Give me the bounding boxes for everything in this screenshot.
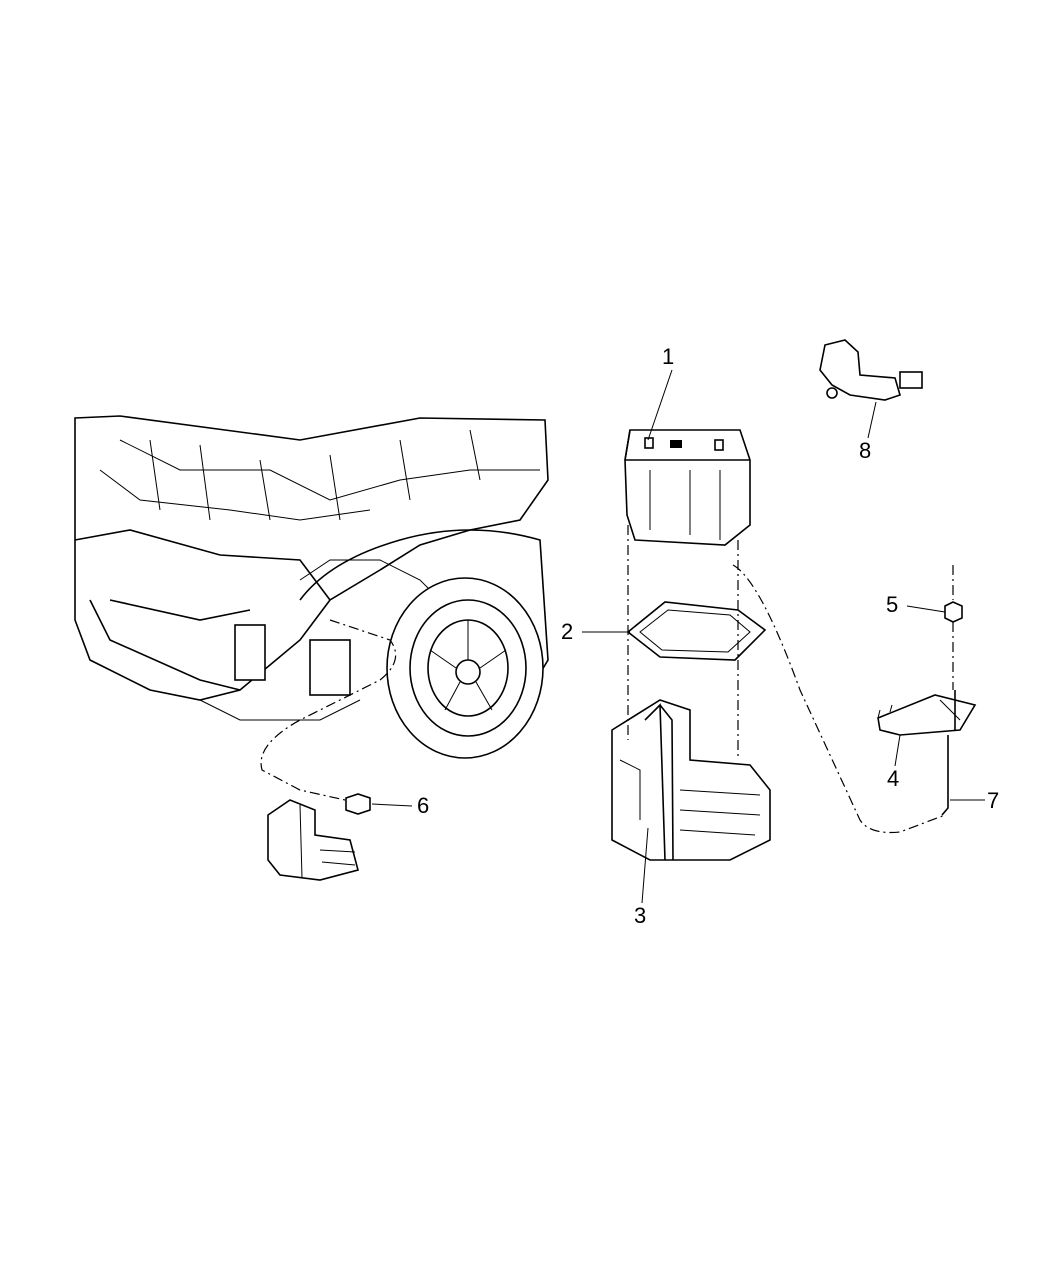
callout-8: 8 [859,438,872,463]
vehicle-front-illustration [74,415,549,721]
battery-tray-illustration [611,699,771,861]
tray-bracket-illustration [267,799,359,881]
assembly-lines [260,525,954,834]
callout-2: 2 [561,619,574,644]
nut-illustration [944,601,963,623]
leader-lines [371,369,985,904]
hold-down-bracket-illustration [877,694,977,736]
tray-pad-illustration [626,601,767,661]
sensor-illustration [819,339,923,401]
callout-6: 6 [417,793,430,818]
bolt-illustration [345,793,371,815]
battery-illustration [624,429,751,546]
wheel-illustration [386,577,544,759]
callout-5: 5 [886,592,899,617]
callout-3: 3 [634,903,647,928]
hold-down-rod-illustration [941,690,956,816]
callout-7: 7 [987,788,1000,813]
callout-1: 1 [662,344,675,369]
callout-4: 4 [887,766,900,791]
